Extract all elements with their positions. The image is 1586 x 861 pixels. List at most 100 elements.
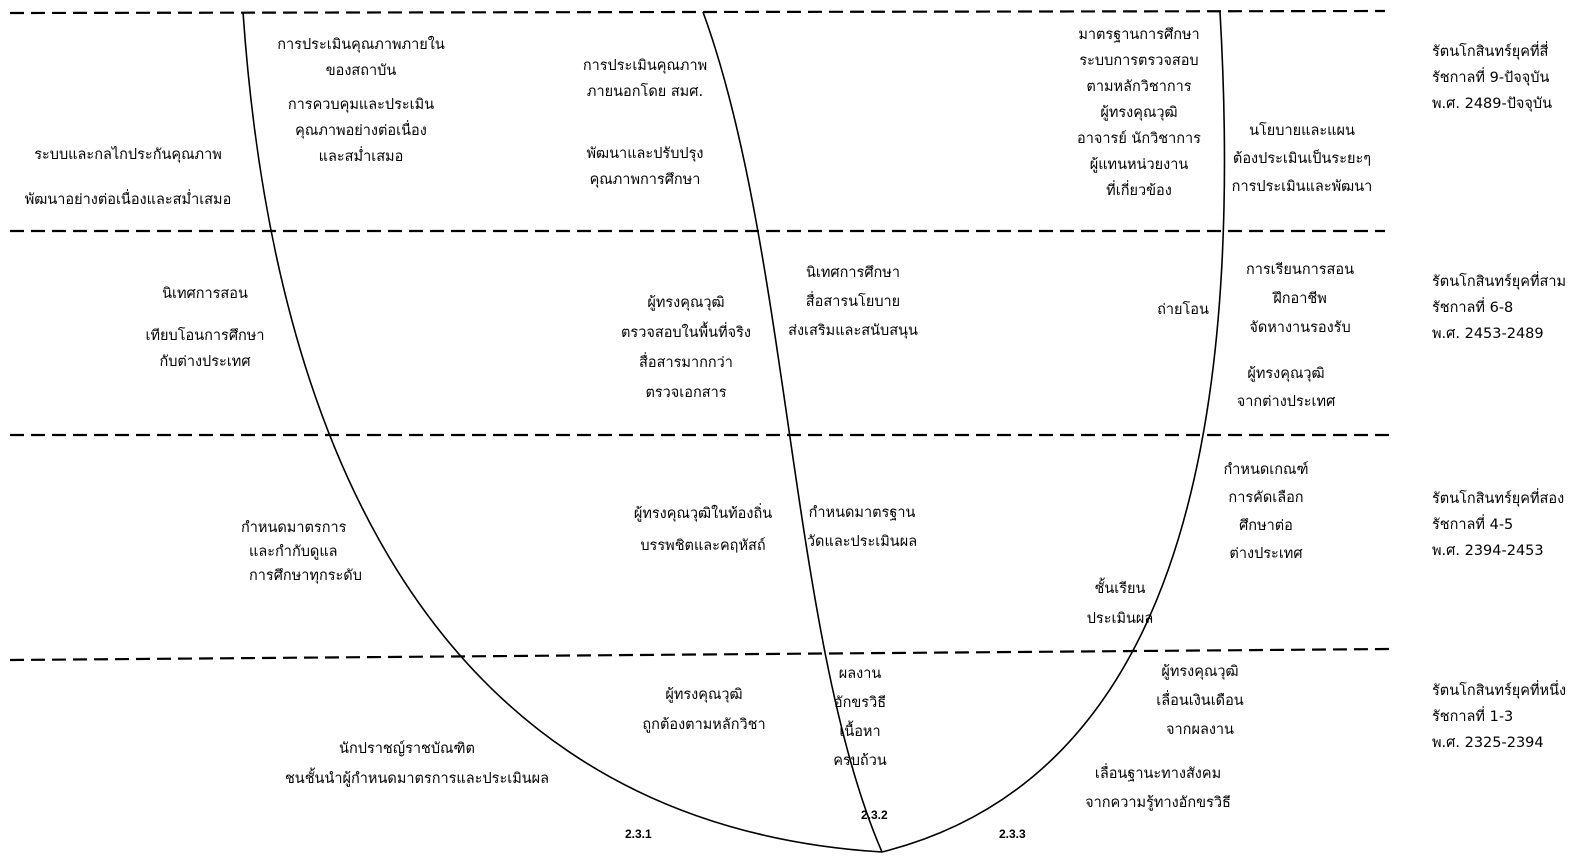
text-line: อักขรวิธี	[833, 695, 887, 711]
era2-left-text: กำหนดมาตรการ และกำกับดูแล การศึกษาทุกระด…	[241, 515, 362, 589]
text-line: เทียบโอนการศึกษา	[145, 328, 265, 344]
text-line: ผู้ทรงคุณวุฒิ	[1247, 366, 1325, 382]
text-line: ฝึกอาชีพ	[1273, 291, 1327, 307]
era2-standards-text: กำหนดมาตรฐาน วัดและประเมินผล	[807, 499, 917, 557]
era1-works-text: ผลงาน อักขรวิธี เนื้อหา ครบถ้วน	[833, 660, 887, 776]
text-line: สื่อสารมากกว่า	[639, 355, 733, 371]
era-name: รัตนโกสินทร์ยุคที่สาม	[1432, 274, 1567, 290]
text-line: คุณภาพการศึกษา	[589, 172, 701, 188]
text-line: ถูกต้องตามหลักวิชา	[642, 717, 766, 733]
era-label-4: รัตนโกสินทร์ยุคที่สี่ รัชกาลที่ 9-ปัจจุบ…	[1432, 39, 1552, 117]
text-line: ต้องประเมินเป็นระยะๆ	[1232, 151, 1372, 167]
text-line: นิเทศการศึกษา	[805, 265, 901, 281]
text-line: จัดหางานรองรับ	[1249, 320, 1351, 336]
era-years: พ.ศ. 2325-2394	[1432, 735, 1544, 751]
text-line: การประเมินและพัฒนา	[1231, 179, 1373, 195]
era3-supervision-text: นิเทศการศึกษา สื่อสารนโยบาย ส่งเสริมและส…	[788, 259, 918, 346]
text-line: ต่างประเทศ	[1229, 546, 1303, 562]
era3-foreign-text: ผู้ทรงคุณวุฒิ จากต่างประเทศ	[1237, 360, 1336, 416]
text-line: ประเมินผล	[1086, 611, 1154, 627]
text-line: ผู้ทรงคุณวุฒิ	[1100, 105, 1178, 121]
text-line: พัฒนาและปรับปรุง	[586, 146, 704, 162]
text-line: อาจารย์ นักวิชาการ	[1077, 131, 1201, 147]
text-line: เลื่อนเงินเดือน	[1156, 693, 1244, 709]
section-number: 2.3.3	[999, 827, 1026, 841]
era-label-3: รัตนโกสินทร์ยุคที่สาม รัชกาลที่ 6-8 พ.ศ.…	[1432, 269, 1566, 347]
text-line: ผู้ทรงคุณวุฒิ	[665, 687, 743, 703]
era1-status-text: เลื่อนฐานะทางสังคม จากความรู้ทางอักขรวิธ…	[1085, 760, 1231, 818]
era2-criteria-text: กำหนดเกณฑ์ การคัดเลือก ศึกษาต่อ ต่างประเ…	[1223, 456, 1308, 568]
text-line: ศึกษาต่อ	[1239, 518, 1293, 534]
era4-internal-text: การประเมินคุณภาพภายใน ของสถาบัน การควบคุ…	[277, 32, 445, 170]
text-line: เลื่อนฐานะทางสังคม	[1094, 766, 1222, 782]
text-line: ครบถ้วน	[833, 753, 887, 769]
text-line: ของสถาบัน	[325, 63, 397, 79]
era-reign: รัชกาลที่ 1-3	[1432, 709, 1514, 725]
text-line: และสม่ำเสมอ	[318, 149, 404, 165]
text-line: ระบบและกลไกประกันคุณภาพ	[34, 147, 222, 163]
era1-promotion-text: ผู้ทรงคุณวุฒิ เลื่อนเงินเดือน จากผลงาน	[1156, 658, 1243, 745]
text-line: การประเมินคุณภาพ	[582, 58, 708, 74]
era3-experts-text: ผู้ทรงคุณวุฒิ ตรวจสอบในพื้นที่จริง สื่อส…	[621, 288, 751, 408]
section-number: 2.3.2	[861, 808, 888, 822]
text-line: ผลงาน	[838, 666, 882, 682]
text-line: ผู้ทรงคุณวุฒิ	[647, 295, 725, 311]
text-line: การคัดเลือก	[1228, 490, 1304, 506]
text-line: ผู้แทนหน่วยงาน	[1089, 157, 1189, 173]
era4-standards-text: มาตรฐานการศึกษา ระบบการตรวจสอบ ตามหลักวิ…	[1077, 22, 1201, 204]
text-line: ชนชั้นนำผู้กำหนดมาตรการและประเมินผล	[284, 771, 550, 787]
curve-2-3-1	[242, 11, 883, 853]
era-years: พ.ศ. 2394-2453	[1432, 543, 1544, 559]
text-line: บรรพชิตและคฤหัสถ์	[640, 538, 766, 554]
era-years: พ.ศ. 2489-ปัจจุบัน	[1432, 96, 1553, 112]
text-line: ผู้ทรงคุณวุฒิ	[1161, 664, 1239, 680]
era3-vocational-text: การเรียนการสอน ฝึกอาชีพ จัดหางานรองรับ	[1246, 256, 1354, 343]
text-line: จากผลงาน	[1166, 722, 1234, 738]
text-line: คุณภาพอย่างต่อเนื่อง	[295, 123, 427, 139]
era-reign: รัชกาลที่ 9-ปัจจุบัน	[1432, 70, 1550, 86]
text-line: นักปราชญ์ราชบัณฑิต	[339, 741, 475, 757]
text-line: และกำกับดูแล	[249, 544, 338, 560]
text-line: นิเทศการสอน	[162, 286, 248, 302]
text-line: ผู้ทรงคุณวุฒิในท้องถิ่น	[633, 506, 773, 522]
text-line: การศึกษาทุกระดับ	[249, 568, 362, 584]
text-line: จากต่างประเทศ	[1236, 394, 1336, 410]
era4-policy-text: นโยบายและแผน ต้องประเมินเป็นระยะๆ การประ…	[1232, 117, 1373, 201]
text-line: นโยบายและแผน	[1249, 123, 1355, 139]
era1-experts-text: ผู้ทรงคุณวุฒิ ถูกต้องตามหลักวิชา	[642, 680, 765, 740]
section-number: 2.3.1	[625, 827, 652, 841]
era1-left-text: นักปราชญ์ราชบัณฑิต ชนชั้นนำผู้กำหนดมาตรก…	[285, 734, 549, 794]
era3-transfer-text: ถ่ายโอน	[1157, 302, 1209, 318]
era4-external-text: การประเมินคุณภาพ ภายนอกโดย สมศ. พัฒนาและ…	[583, 53, 707, 193]
text-line: ที่เกี่ยวข้อง	[1106, 183, 1172, 199]
text-line: กำหนดมาตรการ	[241, 520, 347, 536]
text-line: การเรียนการสอน	[1245, 262, 1355, 278]
text-line: การประเมินคุณภาพภายใน	[277, 37, 445, 53]
text-line: วัดและประเมินผล	[806, 534, 918, 550]
era-label-2: รัตนโกสินทร์ยุคที่สอง รัชกาลที่ 4-5 พ.ศ.…	[1432, 486, 1564, 564]
text-line: ตรวจเอกสาร	[645, 385, 727, 401]
text-line: การควบคุมและประเมิน	[287, 97, 435, 113]
text-line: กับต่างประเทศ	[159, 354, 251, 370]
text-line: ตามหลักวิชาการ	[1086, 79, 1192, 95]
text-line: สื่อสารนโยบาย	[805, 294, 901, 310]
text-line: กำหนดมาตรฐาน	[808, 505, 916, 521]
text-line: เนื้อหา	[839, 724, 881, 740]
text-line: ตรวจสอบในพื้นที่จริง	[621, 325, 751, 341]
text-line: กำหนดเกณฑ์	[1223, 462, 1309, 478]
era-name: รัตนโกสินทร์ยุคที่หนึ่ง	[1432, 683, 1567, 699]
text-line: พัฒนาอย่างต่อเนื่องและสม่ำเสมอ	[24, 192, 232, 208]
era-reign: รัชกาลที่ 6-8	[1432, 300, 1514, 316]
era-name: รัตนโกสินทร์ยุคที่สี่	[1432, 44, 1549, 60]
era3-left-text: นิเทศการสอน เทียบโอนการศึกษา กับต่างประเ…	[145, 281, 264, 375]
era2-classes-text: ชั้นเรียน ประเมินผล	[1087, 574, 1154, 634]
curve-2-3-2	[702, 11, 883, 853]
era2-local-text: ผู้ทรงคุณวุฒิในท้องถิ่น บรรพชิตและคฤหัสถ…	[634, 498, 772, 562]
text-line: มาตรฐานการศึกษา	[1078, 27, 1200, 43]
text-line: ระบบการตรวจสอบ	[1079, 53, 1199, 69]
era-separator	[9, 9, 1386, 15]
era-reign: รัชกาลที่ 4-5	[1432, 517, 1514, 533]
curve-2-3-3	[881, 11, 1226, 853]
text-line: จากความรู้ทางอักขรวิธี	[1085, 795, 1231, 811]
